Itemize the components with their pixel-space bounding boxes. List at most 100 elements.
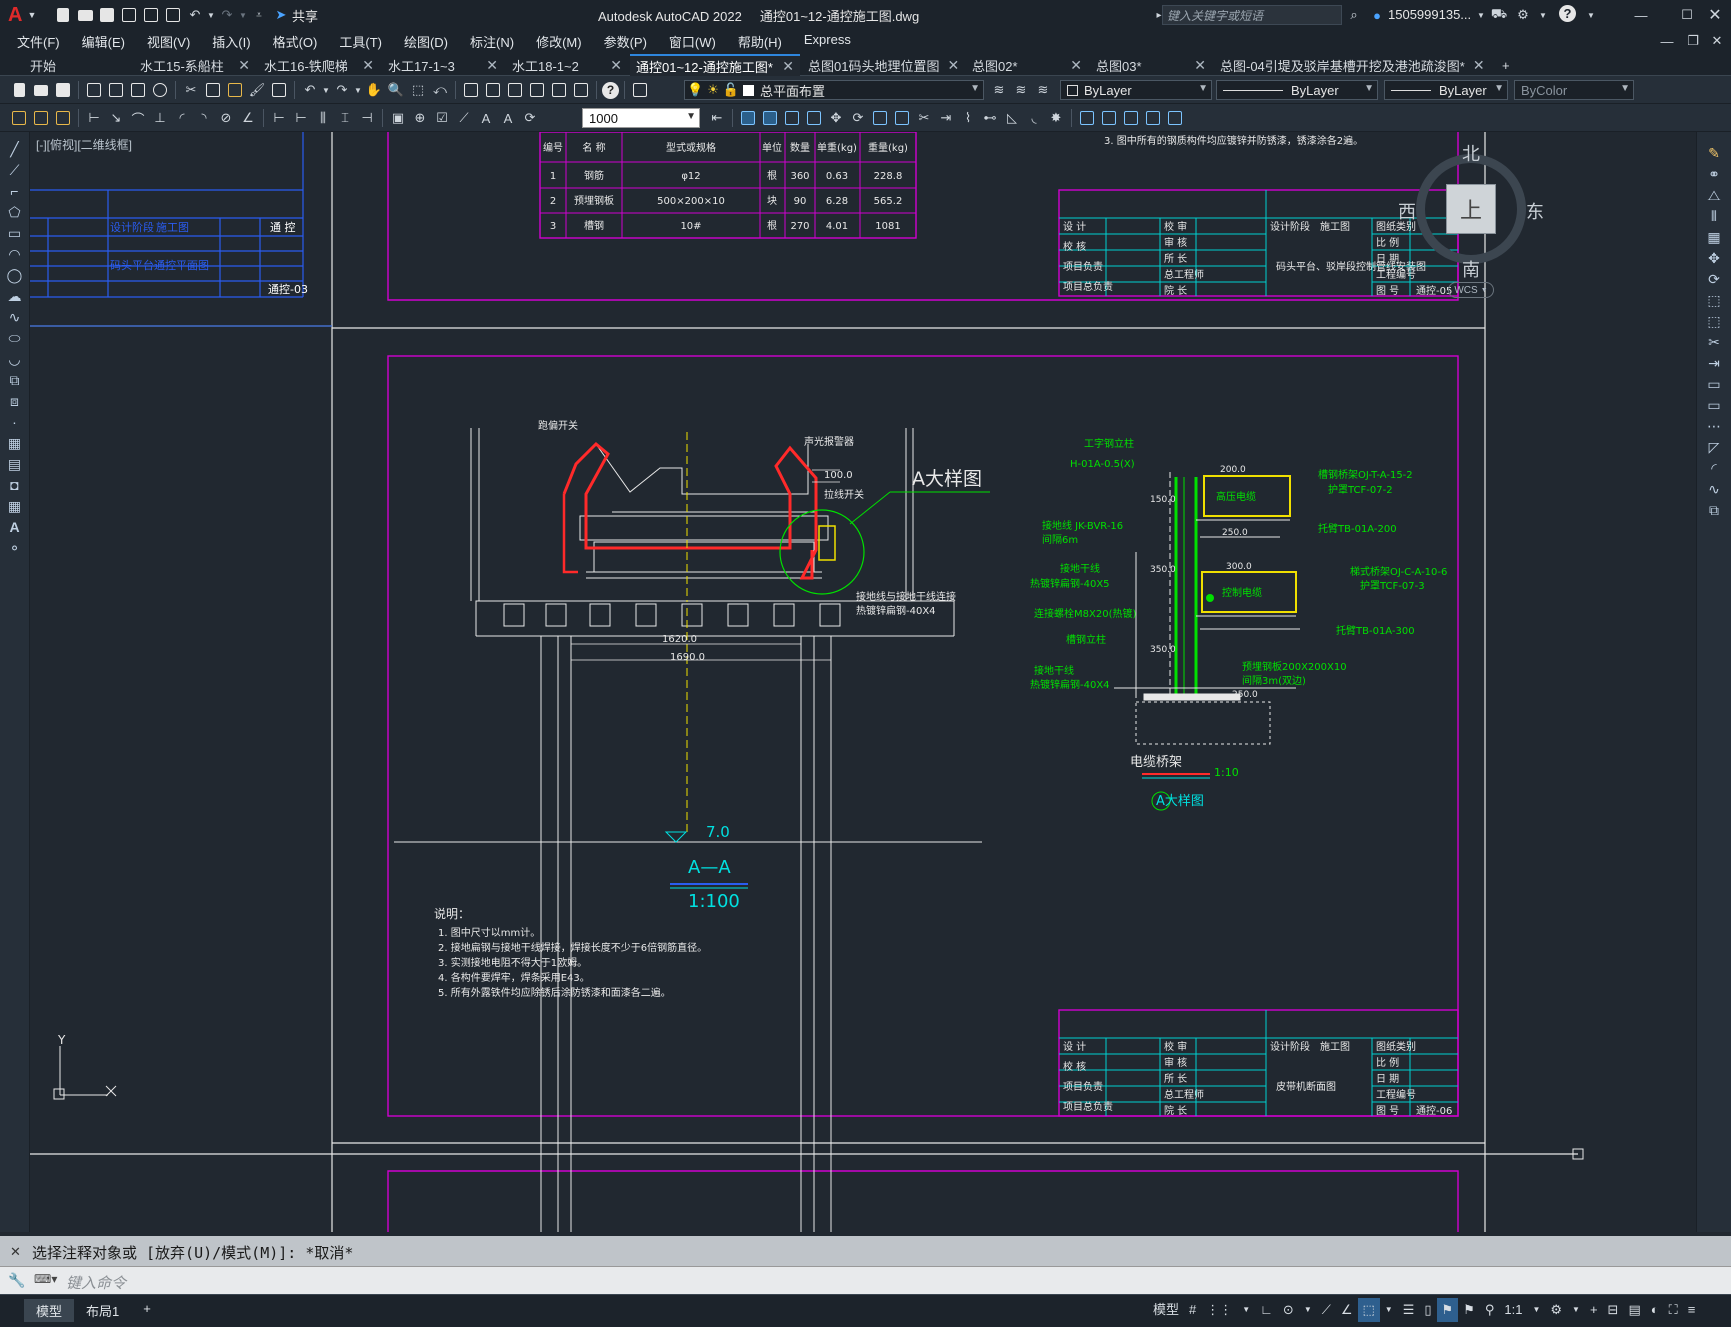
pan-realtime-icon[interactable]: ✋ (365, 82, 383, 97)
file-tab[interactable]: 总图02*✕ (966, 54, 1088, 76)
layer-match-icon[interactable]: ≋ (1037, 82, 1049, 97)
viewcube-top-face[interactable]: 上 (1446, 184, 1496, 234)
quick-dim-icon[interactable]: ⊢ (273, 110, 285, 125)
mirror-icon[interactable] (760, 108, 780, 128)
break-icon[interactable]: ⌇ (964, 110, 972, 125)
close-tab-icon[interactable]: ✕ (1194, 56, 1206, 73)
tolerance-icon[interactable]: ▣ (391, 110, 405, 125)
menu-item[interactable]: 修改(M) (536, 34, 582, 50)
redo-list-icon[interactable]: ▼ (354, 85, 362, 95)
menu-item[interactable]: 工具(T) (339, 34, 382, 50)
move-icon[interactable]: ✥ (1708, 250, 1720, 266)
dim-aligned-icon[interactable]: ↘ (110, 110, 122, 125)
command-prompt-icon[interactable]: ⌨▾ (34, 1272, 58, 1286)
layout-tab[interactable]: 布局1 (86, 1304, 120, 1319)
file-tab[interactable]: 总图03*✕ (1090, 54, 1212, 76)
dim-linear-icon[interactable]: ⊢ (88, 110, 100, 125)
break-point-icon[interactable]: ▭ (1707, 376, 1721, 392)
doc-minimize-icon[interactable]: — (1660, 33, 1674, 49)
quick-properties-icon[interactable]: ▤ (1628, 1302, 1641, 1317)
customize-icon[interactable]: 🔧 (8, 1272, 26, 1288)
paste-icon[interactable] (225, 80, 245, 100)
close-tab-icon[interactable]: ✕ (1070, 56, 1082, 73)
plot-preview-icon[interactable] (106, 80, 126, 100)
open-icon[interactable] (75, 5, 95, 25)
zoom-window-icon[interactable]: ⬚ (411, 82, 425, 97)
menu-item[interactable]: 插入(I) (212, 34, 251, 50)
table-icon[interactable]: ▦ (7, 498, 22, 514)
file-tab[interactable]: 通控01~12-通控施工图*✕ (630, 54, 800, 76)
polygon-icon[interactable]: ⬠ (8, 204, 21, 220)
arc-icon[interactable]: ◠ (8, 246, 21, 262)
drawing-canvas[interactable]: [-][俯视][二维线框] (30, 132, 1696, 1232)
text-front-icon[interactable] (1143, 108, 1163, 128)
3d-print-icon[interactable] (150, 80, 170, 100)
help-icon[interactable]: ? (1559, 5, 1576, 22)
close-tab-icon[interactable]: ✕ (362, 56, 374, 73)
plot-icon[interactable] (84, 80, 104, 100)
dim-edit-icon[interactable]: A (481, 110, 491, 126)
compass-west[interactable]: 西 (1398, 202, 1416, 222)
osnap-dropdown-icon[interactable]: ▼ (1384, 1305, 1393, 1314)
command-line[interactable]: 🔧 ⌨▾ 键入命令 (0, 1266, 1731, 1294)
scale-icon[interactable]: ⬚ (1707, 292, 1721, 308)
make-block-icon[interactable]: ⧈ (10, 393, 19, 409)
ellipse-icon[interactable]: ⬭ (8, 330, 21, 346)
model-space-button[interactable]: 模型 (1153, 1302, 1180, 1317)
plotstyle-dropdown[interactable]: ByColor ▼ (1514, 80, 1634, 100)
make-current-layer-icon[interactable]: ≋ (993, 82, 1005, 97)
fillet-icon[interactable]: ◜ (1711, 460, 1717, 476)
share-icon[interactable]: ➤ (275, 7, 287, 22)
minimize-icon[interactable]: — (1634, 7, 1648, 23)
annotation-scale-value[interactable]: 1:1 (1504, 1302, 1523, 1317)
app-menu-arrow-icon[interactable]: ▼ (27, 10, 37, 20)
erase-icon[interactable]: ✎ (1708, 145, 1720, 161)
ortho-icon[interactable]: ∟ (1260, 1302, 1273, 1317)
scale-icon[interactable] (870, 108, 890, 128)
layer-iso-icon[interactable] (53, 108, 73, 128)
linetype-dropdown[interactable]: ByLayer ▼ (1216, 80, 1378, 100)
dim-radius-icon[interactable]: ◜ (179, 110, 185, 125)
viewport-controls-label[interactable]: [-][俯视][二维线框] (36, 138, 133, 152)
rotate-icon[interactable]: ⟳ (1708, 271, 1720, 287)
new-icon[interactable] (9, 80, 29, 100)
join-icon[interactable]: ⊷ (983, 110, 997, 125)
file-tab[interactable]: 总图-04引堤及驳岸基槽开挖及港池疏浚图*✕ (1214, 54, 1486, 76)
spline-icon[interactable]: ∿ (8, 309, 21, 325)
new-icon[interactable] (53, 5, 73, 25)
blend-icon[interactable]: ∿ (1708, 481, 1720, 497)
redo-icon[interactable]: ↷ (336, 82, 348, 97)
polar-dropdown-icon[interactable]: ▼ (1303, 1305, 1312, 1314)
menu-item[interactable]: 文件(F) (17, 34, 60, 50)
app-logo[interactable]: A (8, 3, 23, 26)
search-input[interactable]: 键入关键字或短语 (1167, 8, 1264, 23)
add-layout-icon[interactable]: + (143, 1301, 151, 1316)
draw-order-icon[interactable] (1077, 108, 1097, 128)
send-back-icon[interactable] (1121, 108, 1141, 128)
dim-jogged-icon[interactable]: ◝ (201, 110, 207, 125)
menu-item[interactable]: Express (803, 31, 851, 47)
dim-space-icon[interactable]: ⌶ (341, 110, 349, 125)
user-icon[interactable]: ● (1373, 7, 1381, 23)
file-tab[interactable]: 水工15-系船柱✕ (134, 54, 256, 76)
close-tab-icon[interactable]: ✕ (238, 56, 250, 73)
chamfer-icon[interactable]: ◺ (1007, 110, 1017, 125)
user-name[interactable]: 1505999135... (1388, 7, 1472, 22)
open-web-icon[interactable] (141, 5, 161, 25)
search-icon[interactable]: ⌕ (1350, 7, 1358, 22)
annotation-scale-icon[interactable]: ⚲ (1484, 1302, 1495, 1317)
match-properties-icon[interactable]: 🖌 (248, 82, 266, 97)
file-tab[interactable]: 总图01码头地理位置图✕ (802, 54, 964, 76)
open-icon[interactable] (31, 80, 51, 100)
isolate-icon[interactable]: ◐ (1650, 1302, 1659, 1317)
mirror-icon[interactable]: ⧍ (1707, 187, 1721, 203)
help-dropdown-icon[interactable]: ▼ (1587, 10, 1595, 20)
undo-list-icon[interactable]: ▼ (322, 85, 330, 95)
workspace-icon[interactable]: ⚙ (1550, 1302, 1563, 1317)
compass-east[interactable]: 东 (1526, 202, 1544, 222)
dim-break-icon[interactable]: ⊣ (361, 110, 373, 125)
center-mark-icon[interactable]: ⊕ (414, 110, 426, 125)
dim-text-edit-icon[interactable]: A (503, 110, 513, 126)
file-tab[interactable]: 开始 (24, 54, 132, 76)
menu-item[interactable]: 格式(O) (272, 34, 318, 50)
